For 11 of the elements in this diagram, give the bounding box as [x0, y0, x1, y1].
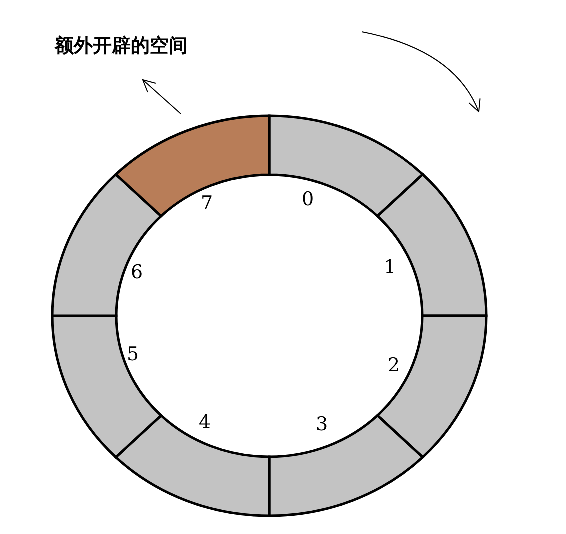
slot-index: 3: [316, 416, 328, 434]
slot-index: 7: [200, 194, 214, 214]
slot-index: 2: [388, 356, 400, 376]
slot-index: 1: [384, 258, 396, 278]
ring-segment: [114, 114, 271, 218]
slot-index: 4: [198, 414, 212, 432]
callout-text: 额外开辟的空间: [55, 33, 188, 59]
slot-index: 5: [126, 346, 140, 364]
slot-index: 6: [130, 264, 144, 282]
leader-arrow: [142, 80, 182, 114]
slot-index: 0: [302, 190, 314, 210]
